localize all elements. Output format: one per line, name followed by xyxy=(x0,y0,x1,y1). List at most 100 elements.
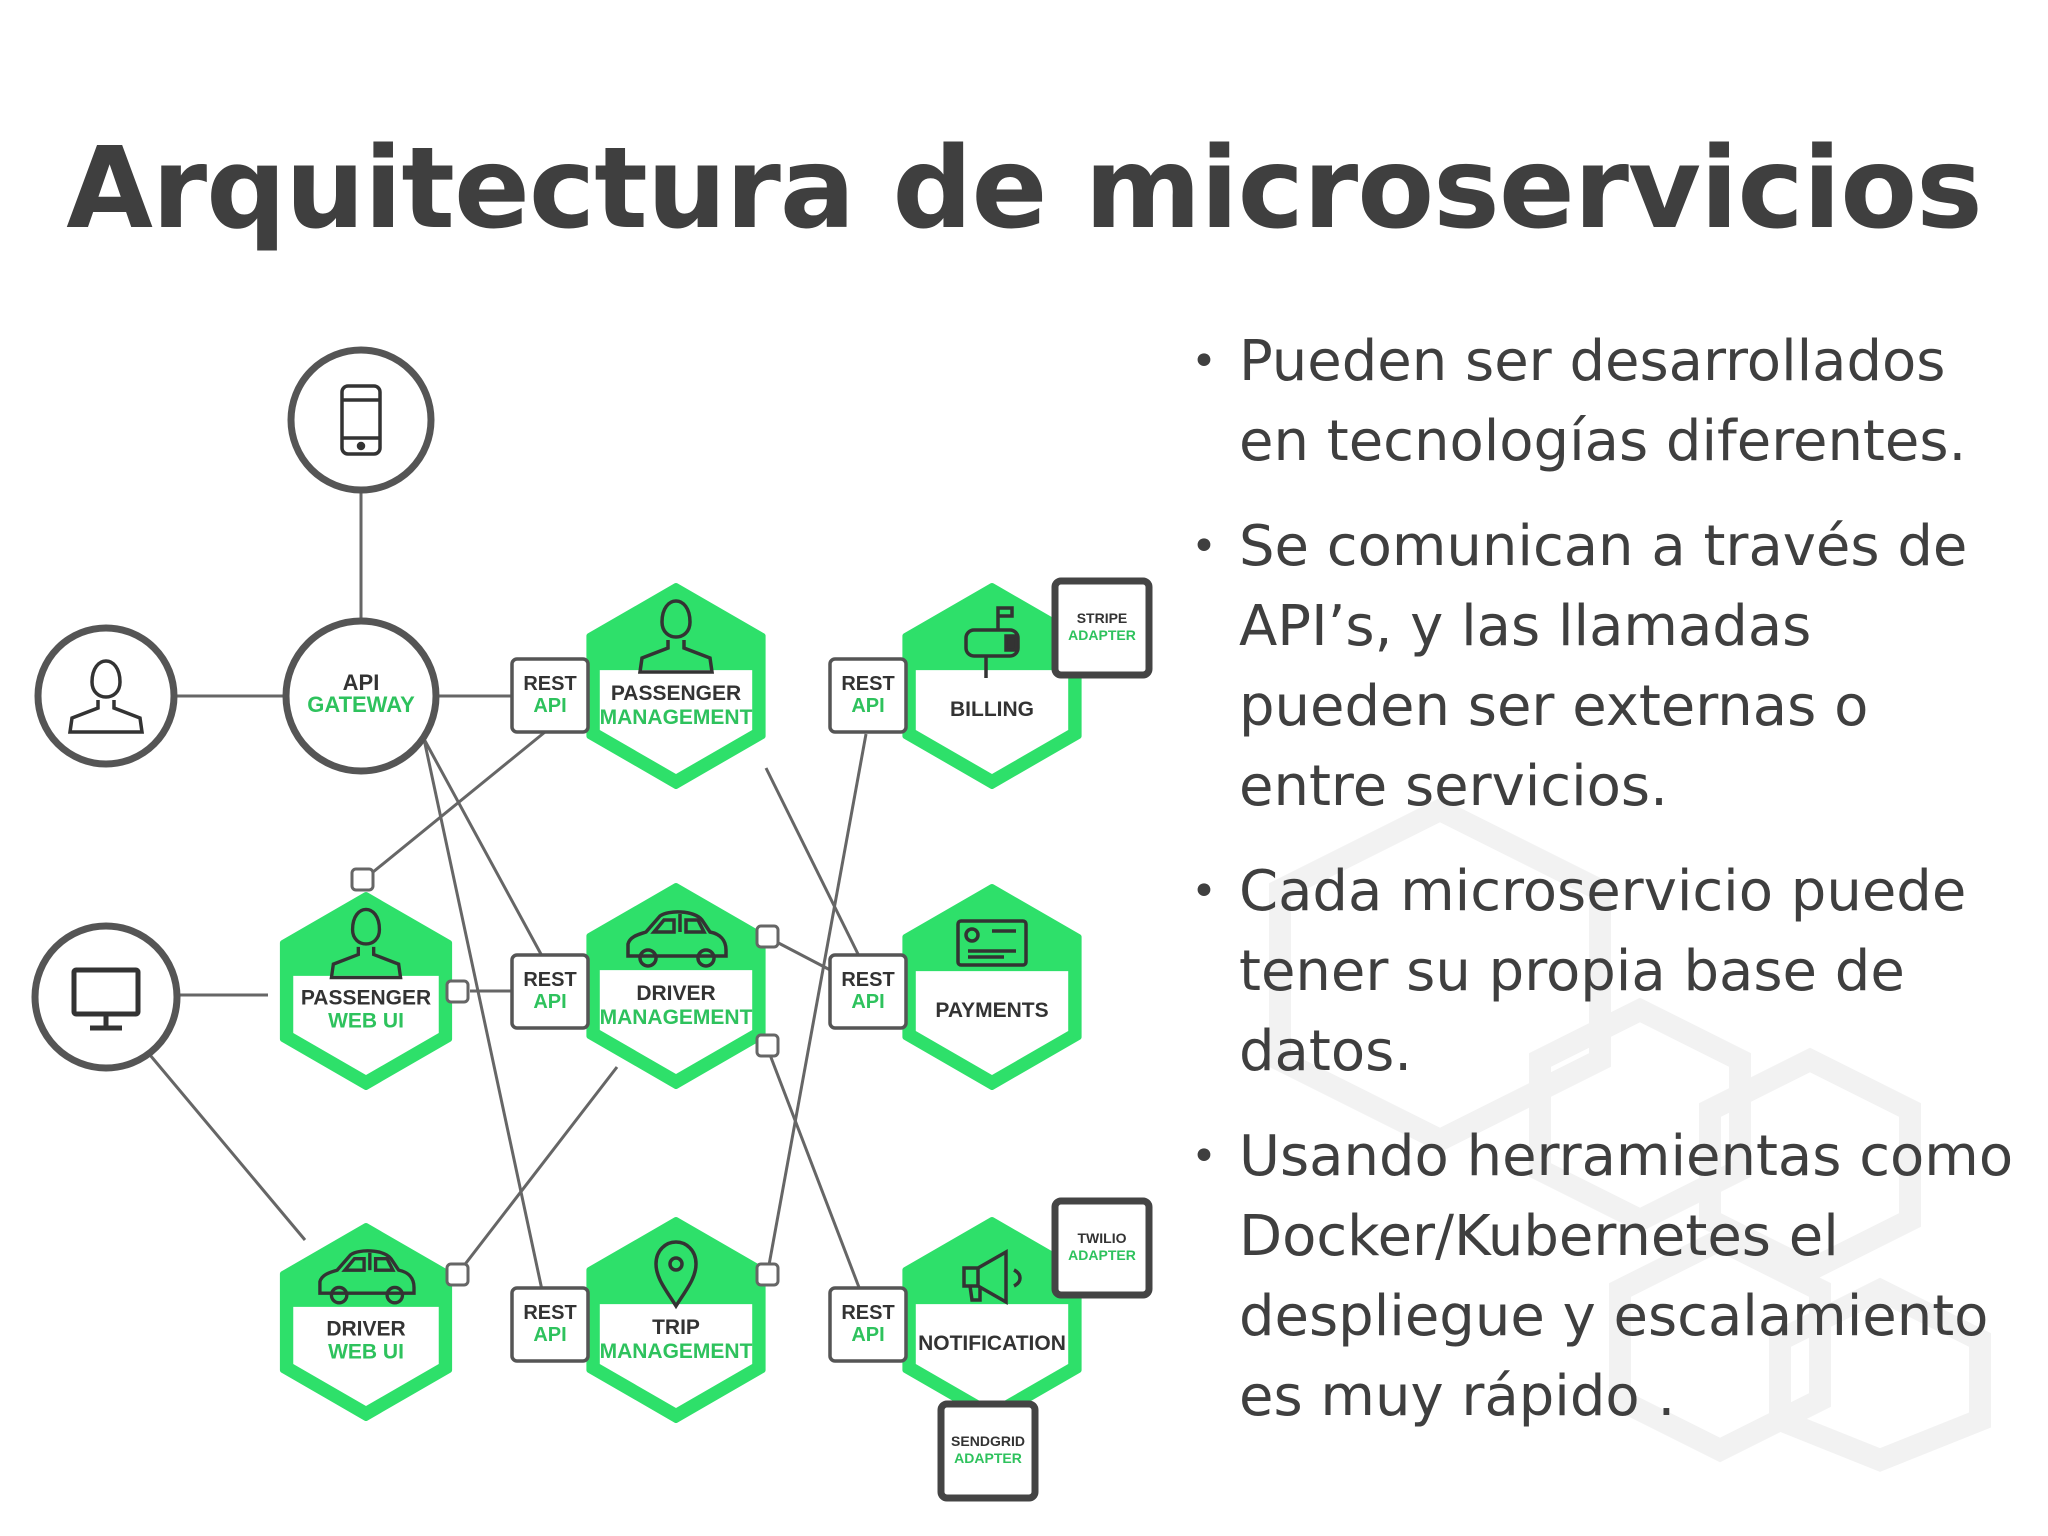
service-panel xyxy=(915,1304,1069,1408)
service-panel xyxy=(293,1306,439,1406)
rest-api-line1: REST xyxy=(841,673,894,695)
rest-api-frame xyxy=(828,1286,908,1363)
rest-api-frame xyxy=(828,657,908,734)
rest-api-line2: API xyxy=(533,991,566,1013)
rest-api-frame xyxy=(510,1286,590,1363)
rest-api-line2: API xyxy=(533,1324,566,1346)
gateway-line1: API xyxy=(343,670,380,695)
adapter-frame xyxy=(937,1400,1039,1502)
rest-api-frame xyxy=(510,657,590,734)
client-mobile[interactable] xyxy=(287,346,435,494)
port-square xyxy=(445,979,470,1004)
service-label-line2: MANAGEMENT xyxy=(600,1340,753,1363)
service-notification[interactable]: NOTIFICATION xyxy=(902,1217,1082,1423)
car-icon xyxy=(318,1249,416,1305)
service-label-line1: PASSENGER xyxy=(301,986,431,1009)
service-panel xyxy=(915,670,1069,774)
bullet-item: Usando herramientas como Docker/Kubernet… xyxy=(1185,1117,2025,1437)
service-label-line1: DRIVER xyxy=(326,1317,405,1340)
client-passenger[interactable] xyxy=(34,624,178,768)
service-label-line1: TRIP xyxy=(652,1316,700,1339)
adapter-line2: ADAPTER xyxy=(1068,1247,1136,1263)
car-icon xyxy=(626,910,728,968)
rest-api-line1: REST xyxy=(841,1302,894,1324)
service-panel xyxy=(599,1304,753,1408)
rest-api-line2: API xyxy=(851,991,884,1013)
rest-api-line2: API xyxy=(851,695,884,717)
service-label-line2: WEB UI xyxy=(328,1340,404,1363)
service-panel xyxy=(915,971,1069,1075)
adapter-line1: TWILIO xyxy=(1078,1230,1127,1246)
bullet-item: Pueden ser desarrollados en tecnologías … xyxy=(1185,322,2025,482)
service-label-line1: DRIVER xyxy=(636,982,715,1005)
rest-api-frame xyxy=(828,953,908,1030)
connections xyxy=(148,490,868,1291)
bullet-list: Pueden ser desarrollados en tecnologías … xyxy=(1185,322,2025,1462)
service-label-line2: WEB UI xyxy=(328,1009,404,1032)
rest-api-layer: RESTAPIRESTAPIRESTAPIRESTAPIRESTAPIRESTA… xyxy=(510,657,908,1363)
slide-title: Arquitectura de microservicios xyxy=(66,124,1983,254)
service-panel xyxy=(599,670,753,774)
person-icon xyxy=(329,907,403,980)
adapter-line1: STRIPE xyxy=(1077,610,1128,626)
ports xyxy=(350,867,780,1287)
adapter-line1: SENDGRID xyxy=(951,1433,1025,1449)
service-panel xyxy=(599,970,753,1074)
credit-card-icon xyxy=(956,919,1028,967)
bullet-item: Cada microservicio puede tener su propia… xyxy=(1185,852,2025,1092)
service-label-line2: MANAGEMENT xyxy=(600,1006,753,1029)
location-pin-icon xyxy=(654,1240,698,1310)
desktop-monitor-icon xyxy=(71,967,141,1031)
person-icon xyxy=(67,659,145,734)
gateway-line2: GATEWAY xyxy=(307,692,415,717)
adapter-frame xyxy=(1051,577,1153,679)
bullet-item: Se comunican a través de API’s, y las ll… xyxy=(1185,507,2025,827)
client-desktop[interactable] xyxy=(31,922,181,1072)
service-payments[interactable]: PAYMENTS xyxy=(902,884,1082,1090)
mailbox-icon xyxy=(964,606,1020,678)
port-square xyxy=(755,924,780,949)
service-label-line1: NOTIFICATION xyxy=(918,1332,1066,1355)
rest-api-line1: REST xyxy=(841,969,894,991)
mobile-phone-icon xyxy=(340,384,382,456)
rest-api-line1: REST xyxy=(523,969,576,991)
port-square xyxy=(755,1262,780,1287)
adapter-frame xyxy=(1051,1197,1153,1299)
person-icon xyxy=(637,599,715,674)
port-square xyxy=(350,867,375,892)
megaphone-icon xyxy=(962,1248,1022,1306)
adapters-layer: STRIPEADAPTERTWILIOADAPTERSENDGRIDADAPTE… xyxy=(937,577,1153,1502)
adapter-line2: ADAPTER xyxy=(1068,627,1136,643)
service-label-line1: PASSENGER xyxy=(611,682,741,705)
service-billing[interactable]: BILLING xyxy=(902,583,1082,789)
port-square xyxy=(445,1262,470,1287)
rest-api-frame xyxy=(510,953,590,1030)
rest-api-line1: REST xyxy=(523,1302,576,1324)
port-square xyxy=(755,1033,780,1058)
rest-api-line2: API xyxy=(851,1324,884,1346)
service-label-line2: MANAGEMENT xyxy=(600,706,753,729)
service-panel xyxy=(293,975,439,1075)
rest-api-line1: REST xyxy=(523,673,576,695)
rest-api-line2: API xyxy=(533,695,566,717)
api-gateway[interactable]: API GATEWAY xyxy=(282,617,440,775)
adapter-line2: ADAPTER xyxy=(954,1450,1022,1466)
service-label-line1: BILLING xyxy=(950,698,1034,721)
service-label-line1: PAYMENTS xyxy=(935,999,1048,1022)
